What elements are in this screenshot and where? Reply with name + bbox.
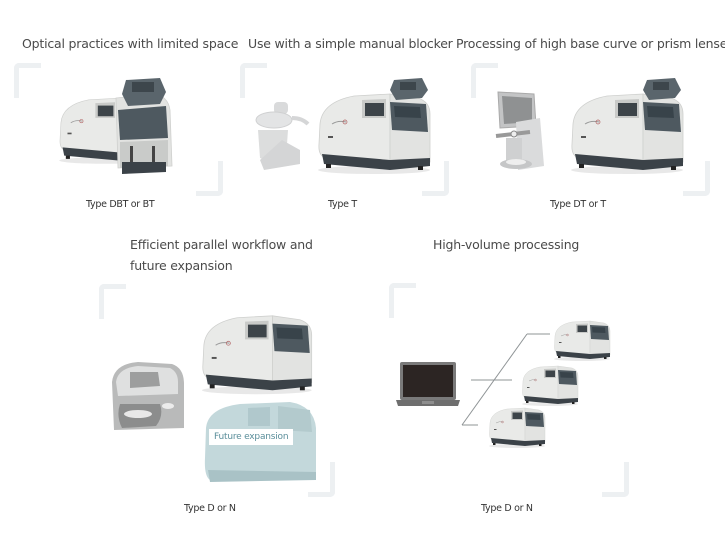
corner-bracket-top-left (240, 63, 267, 98)
edger-with-blocker-image (58, 78, 173, 174)
panel-1-caption: Type DBT or BT (86, 199, 155, 210)
panel-4-title-line-2: future expansion (130, 258, 233, 273)
edger-image (317, 78, 431, 175)
lensmeter-image (495, 91, 544, 170)
panel-2-caption: Type T (328, 199, 357, 210)
edger-image (570, 78, 684, 175)
corner-bracket-bottom-right (308, 462, 335, 497)
panel-3-title: Processing of high base curve or prism l… (456, 36, 725, 51)
edger-image (521, 365, 579, 407)
corner-bracket-top-left (471, 63, 498, 98)
panel-5-caption: Type D or N (481, 503, 533, 514)
corner-bracket-bottom-right (196, 161, 223, 196)
panel-3-caption: Type DT or T (550, 199, 606, 210)
edger-image (488, 407, 546, 449)
laptop-image (396, 362, 460, 406)
corner-bracket-top-left (389, 283, 416, 318)
corner-bracket-bottom-right (602, 462, 629, 497)
corner-bracket-top-left (99, 284, 126, 319)
future-expansion-label: Future expansion (209, 429, 294, 445)
panel-4-caption: Type D or N (184, 503, 236, 514)
panel-5-title: High-volume processing (433, 237, 580, 252)
corner-bracket-bottom-right (683, 161, 710, 196)
tracer-blocker-image (112, 362, 184, 430)
manual-blocker-image (255, 102, 310, 170)
panel-4-title: Efficient parallel workflow and future e… (130, 234, 313, 276)
panel-1-title: Optical practices with limited space (22, 36, 239, 51)
panel-2-title: Use with a simple manual blocker (248, 36, 453, 51)
corner-bracket-top-left (14, 63, 41, 98)
panel-4-title-line-1: Efficient parallel workflow and (130, 237, 313, 252)
corner-bracket-bottom-right (422, 161, 449, 196)
edger-image (553, 320, 611, 362)
